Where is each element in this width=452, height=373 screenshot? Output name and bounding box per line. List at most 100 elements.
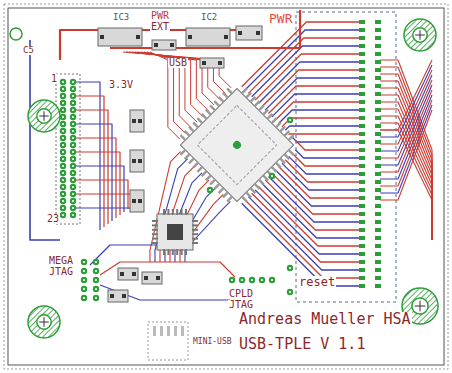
copper-trace (279, 110, 360, 124)
chip-pin (209, 105, 216, 112)
through-hole-pad (70, 142, 76, 148)
drill-hole (95, 288, 97, 290)
smd-pad (359, 100, 365, 104)
smd-pad (359, 52, 365, 56)
through-hole-pad (287, 265, 293, 271)
copper-trace (74, 152, 120, 215)
through-hole-pad (70, 205, 76, 211)
smd-pad (375, 220, 381, 224)
drill-hole (72, 144, 74, 146)
author-text: Andreas Mueller HSA (238, 312, 412, 327)
chip-pin (279, 158, 286, 165)
chip-pin (180, 149, 187, 156)
copper-trace (135, 52, 208, 111)
drill-hole (261, 279, 263, 281)
drill-hole (72, 214, 74, 216)
drill-hole (72, 95, 74, 97)
component-pad (132, 159, 136, 163)
copper-trace (272, 94, 360, 117)
component-pad (136, 35, 140, 39)
chip-pin (271, 117, 278, 124)
smd-pad (375, 260, 381, 264)
chip-pin (152, 224, 158, 226)
drill-hole (289, 267, 291, 269)
net-label: PWR (150, 11, 170, 21)
drill-hole (72, 137, 74, 139)
component-pad (144, 276, 148, 280)
through-hole-pad (60, 163, 66, 169)
component-pad (224, 35, 228, 39)
copper-trace (144, 52, 191, 128)
smd-pad (375, 228, 381, 232)
chip-pin (205, 175, 212, 182)
smd-pad (359, 84, 365, 88)
through-hole-pad (93, 277, 99, 283)
part-name: IC2 (200, 13, 218, 22)
chip-pin (172, 209, 174, 215)
smd-pad (375, 52, 381, 56)
copper-trace (380, 123, 432, 240)
copper-trace (292, 153, 360, 166)
smd-pad (359, 148, 365, 152)
chip-pin (214, 183, 221, 190)
chip-pin (222, 92, 229, 99)
smd-pad (359, 68, 365, 72)
mounting-hole (28, 100, 60, 132)
drill-hole (62, 207, 64, 209)
drill-hole (289, 119, 291, 121)
through-hole-pad (60, 121, 66, 127)
usb-pin (167, 326, 170, 336)
smd-pad (375, 68, 381, 72)
smd-pad (359, 36, 365, 40)
smd-pad (359, 44, 365, 48)
copper-trace (289, 133, 360, 135)
smd-pad (375, 44, 381, 48)
through-hole-pad (60, 100, 66, 106)
drill-hole (72, 88, 74, 90)
chip-body (180, 88, 293, 201)
component-body (98, 28, 142, 46)
through-hole-pad (81, 259, 87, 265)
chip-silk (197, 105, 276, 184)
drill-hole (62, 151, 64, 153)
chip-pin (152, 242, 158, 244)
mounting-hole (28, 306, 60, 338)
chip-pin (192, 220, 198, 222)
copper-trace (126, 52, 225, 94)
connector-name: CPLD (228, 289, 254, 299)
drill-hole (95, 297, 97, 299)
smd-pad (375, 204, 381, 208)
through-hole-pad (269, 277, 275, 283)
hole-drill (413, 28, 427, 42)
drill-hole (72, 193, 74, 195)
drill-hole (72, 200, 74, 202)
net-label: EXT (150, 22, 170, 32)
copper-trace (380, 60, 432, 130)
smd-pad (359, 116, 365, 120)
part-name: MINI-USB (192, 338, 233, 346)
component-pad (100, 35, 104, 39)
through-hole-pad (259, 277, 265, 283)
chip-pin (258, 105, 265, 112)
through-hole-pad (70, 128, 76, 134)
through-hole-pad (60, 93, 66, 99)
drill-hole (62, 137, 64, 139)
through-hole-pad (81, 277, 87, 283)
usb-footprint (148, 322, 188, 360)
drill-hole (83, 261, 85, 263)
drill-hole (251, 279, 253, 281)
hole-drill (37, 109, 51, 123)
chip-pin (185, 249, 187, 255)
through-hole-pad (60, 191, 66, 197)
smd-pad (375, 84, 381, 88)
through-hole-pad (70, 93, 76, 99)
chip-pin (271, 166, 278, 173)
led-outline (10, 28, 22, 40)
through-hole-pad (60, 128, 66, 134)
drill-hole (83, 279, 85, 281)
drill-hole (62, 81, 64, 83)
through-hole-pad (93, 286, 99, 292)
component-pad (120, 272, 124, 276)
chip-pin (284, 130, 291, 137)
chip-pin (192, 229, 198, 231)
